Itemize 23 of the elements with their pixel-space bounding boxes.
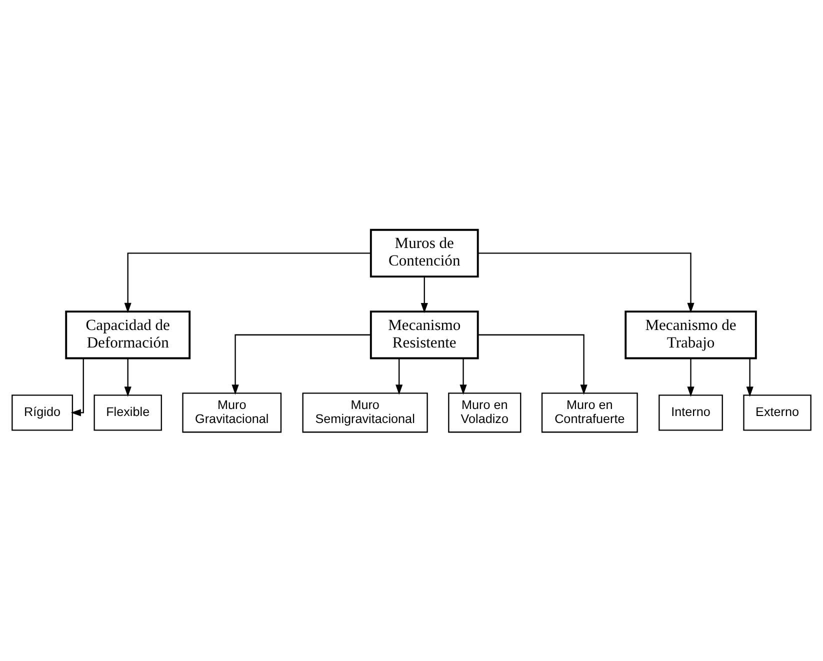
node-box: Mecanismo de Trabajo xyxy=(624,310,757,359)
node-box: Interno xyxy=(658,394,723,430)
node-box: Muro en Voladizo xyxy=(448,392,522,432)
node-box: Flexible xyxy=(94,394,162,430)
node-box: Muros de Contención xyxy=(370,228,479,278)
arrow xyxy=(420,276,428,313)
arrow xyxy=(124,252,371,313)
arrow xyxy=(124,358,132,396)
arrow xyxy=(70,358,84,416)
node-box: Externo xyxy=(743,394,812,430)
node-box: Rígido xyxy=(12,394,74,430)
arrow xyxy=(460,358,467,394)
arrow xyxy=(746,358,754,396)
node-box: Mecanismo Resistente xyxy=(370,310,479,359)
arrow xyxy=(687,358,694,396)
node-box: Muro Gravitacional xyxy=(182,392,282,432)
node-box: Capacidad de Deformación xyxy=(65,310,191,359)
arrow xyxy=(478,334,588,394)
node-box: Muro en Contrafuerte xyxy=(541,392,638,432)
arrow xyxy=(232,334,371,394)
node-box: Muro Semigravitacional xyxy=(302,392,428,432)
arrow xyxy=(396,358,403,394)
arrow xyxy=(478,252,694,313)
